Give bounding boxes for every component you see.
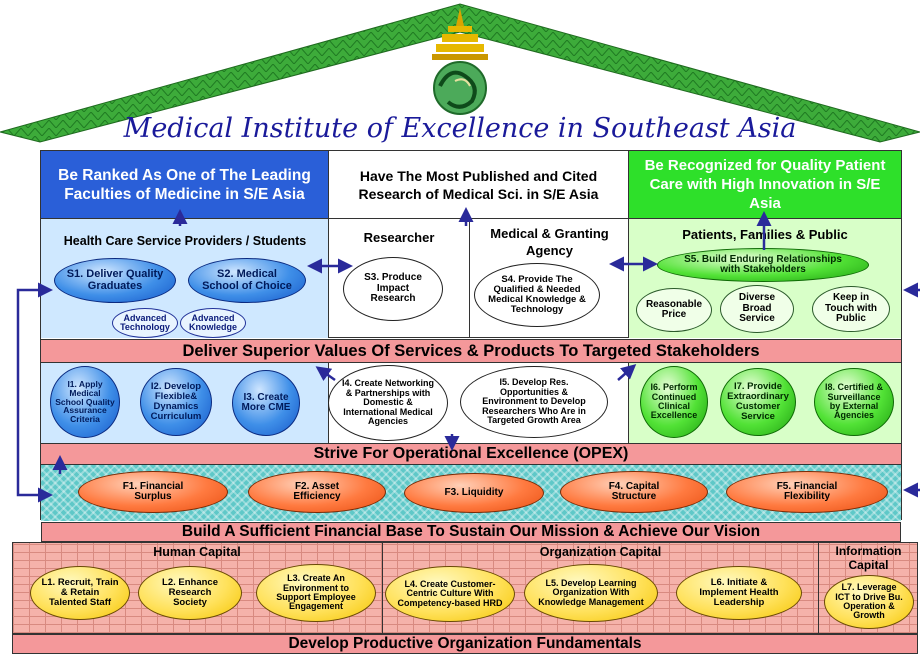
learning-divider-1 <box>382 542 383 634</box>
financial-f2: F2. Asset Efficiency <box>248 471 386 513</box>
financial-f3: F3. Liquidity <box>404 473 544 513</box>
objective-s2: S2. Medical School of Choice <box>188 258 306 303</box>
emblem-logo <box>432 8 488 115</box>
process-i4: I4. Create Networking & Partnerships wit… <box>328 365 448 441</box>
band-stakeholder: Deliver Superior Values Of Services & Pr… <box>41 339 901 363</box>
org-capital-header: Organization Capital <box>539 545 662 559</box>
advanced-knowledge: Advanced Knowledge <box>180 308 246 338</box>
objective-s4: S4. Provide The Qualified & Needed Medic… <box>474 263 600 327</box>
process-i1: I1. Apply Medical School Quality Assuran… <box>50 366 120 438</box>
band-process: Strive For Operational Excellence (OPEX) <box>41 443 901 465</box>
page-title: Medical Institute of Excellence in South… <box>123 112 797 144</box>
learning-l4: L4. Create Customer-Centric Culture With… <box>385 566 515 622</box>
financial-f1: F1. Financial Surplus <box>78 471 228 513</box>
vision-left: Be Ranked As One of The Leading Facultie… <box>41 151 328 218</box>
financial-f4: F4. Capital Structure <box>560 471 708 513</box>
learning-divider-2 <box>818 542 819 634</box>
process-i2: I2. Develop Flexible& Dynamics Curriculu… <box>140 368 212 436</box>
process-i6: I6. Perform Continued Clinical Excellenc… <box>640 366 708 438</box>
info-capital-header: Information Capital <box>835 544 902 572</box>
learning-l7: L7. Leverage ICT to Drive Bu. Operation … <box>824 575 914 629</box>
learning-l2: L2. Enhance Research Society <box>138 566 242 620</box>
students-header: Health Care Service Providers / Students <box>63 234 307 248</box>
human-capital-header: Human Capital <box>153 545 241 559</box>
process-i7: I7. Provide Extraordinary Customer Servi… <box>720 368 796 436</box>
band-learning: Develop Productive Organization Fundamen… <box>12 634 918 654</box>
advanced-technology: Advanced Technology <box>112 308 178 338</box>
process-i8: I8. Certified & Surveillance by External… <box>814 368 894 436</box>
process-i3: I3. Create More CME <box>232 370 300 436</box>
agency-header: Medical & Granting Agency <box>490 226 609 258</box>
researcher-header: Researcher <box>363 229 435 245</box>
objective-s1: S1. Deliver Quality Graduates <box>54 258 176 303</box>
keep-in-touch: Keep in Touch with Public <box>812 286 890 332</box>
objective-s3: S3. Produce Impact Research <box>343 257 443 321</box>
objective-s5: S5. Build Enduring Relationships with St… <box>657 248 869 282</box>
diverse-broad-service: Diverse Broad Service <box>720 285 794 333</box>
band-financial: Build A Sufficient Financial Base To Sus… <box>41 522 901 542</box>
financial-f5: F5. Financial Flexibility <box>726 471 888 513</box>
process-i5: I5. Develop Res. Opportunities & Environ… <box>460 366 608 438</box>
learning-l3: L3. Create An Environment to Support Emp… <box>256 564 376 622</box>
vision-right: Be Recognized for Quality Patient Care w… <box>629 151 901 218</box>
reasonable-price: Reasonable Price <box>636 288 712 332</box>
vision-center: Have The Most Published and Cited Resear… <box>328 151 629 218</box>
patients-header: Patients, Families & Public <box>682 226 848 242</box>
stakeholder-divider <box>469 218 470 338</box>
learning-l5: L5. Develop Learning Organization With K… <box>524 564 658 622</box>
learning-l6: L6. Initiate & Implement Health Leadersh… <box>676 566 802 620</box>
learning-l1: L1. Recruit, Train & Retain Talented Sta… <box>30 566 130 620</box>
